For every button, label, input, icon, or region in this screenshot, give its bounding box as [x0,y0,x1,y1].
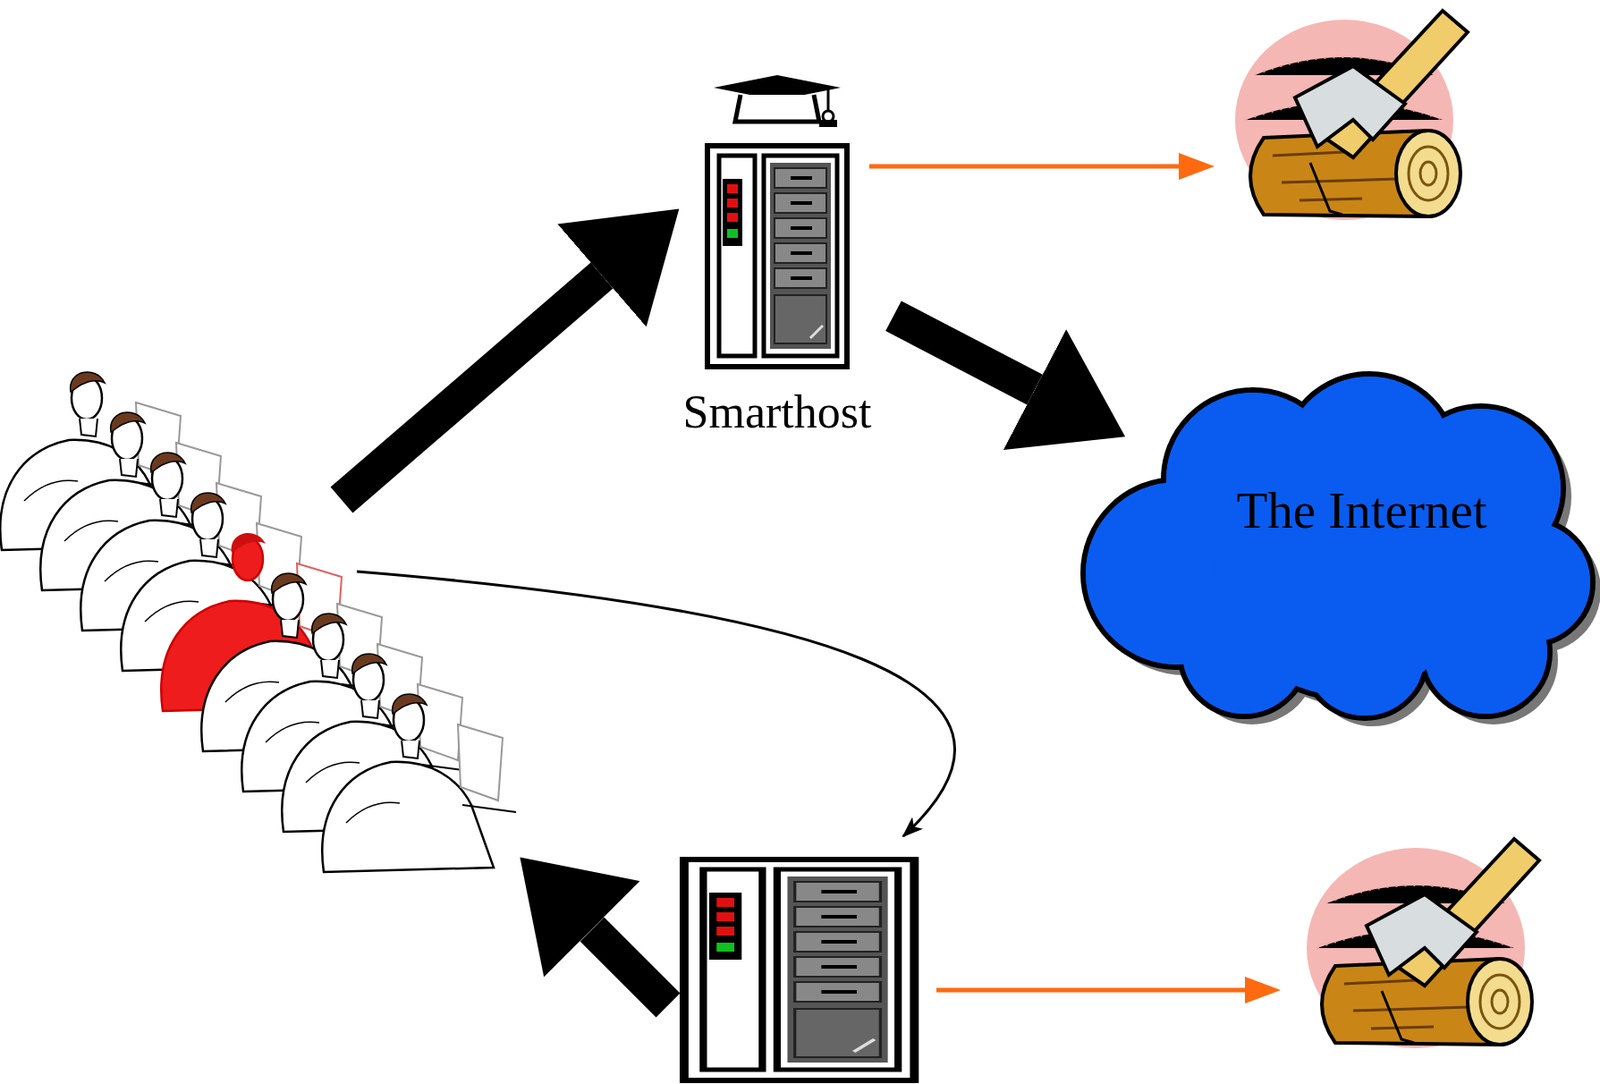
log-icon [1235,10,1468,221]
cloud-shape [1069,367,1600,725]
log-arrow [869,164,1179,170]
node-label: The Internet [1235,481,1487,541]
flow-arrow [893,315,1035,390]
graduation-cap [704,71,850,144]
log-arrow [936,988,1245,993]
server-icon [704,143,850,370]
direct-path [356,571,956,837]
node-label: Smarthost [683,385,872,440]
flow-arrow [592,929,669,1006]
smarthost-server: Smarthost [660,71,894,440]
user-group [0,372,517,872]
server-icon [684,859,915,1081]
log-icon [1306,838,1540,1049]
internet-cloud: The Internet [1069,367,1600,725]
flow-arrow [341,275,602,500]
